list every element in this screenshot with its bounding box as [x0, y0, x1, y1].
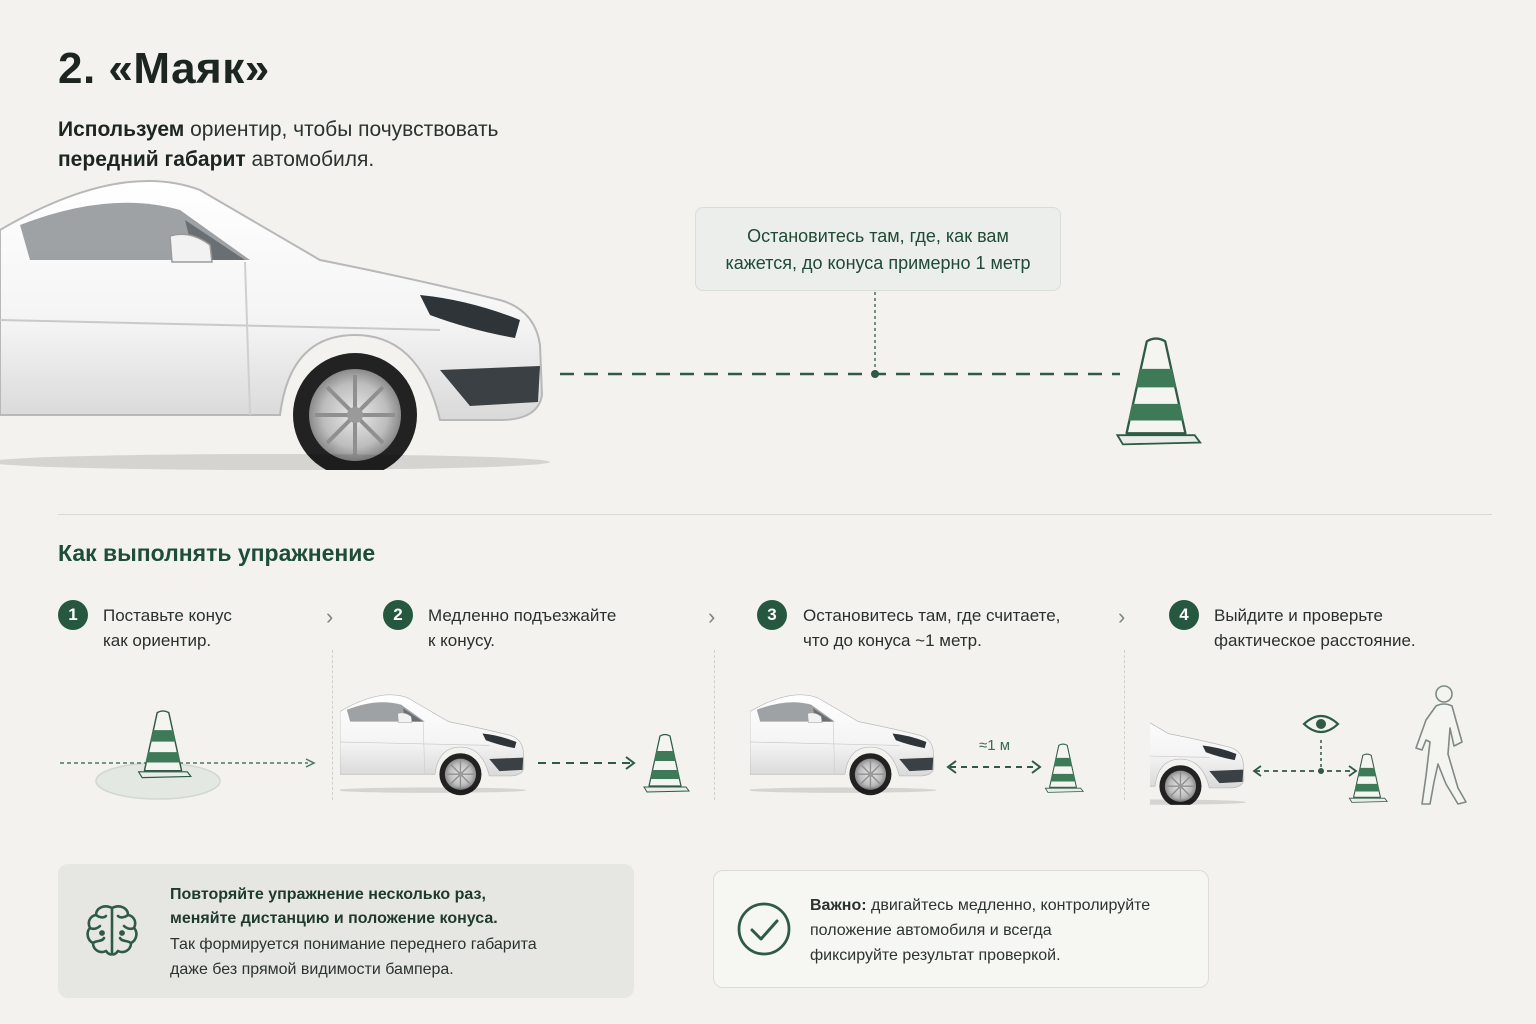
subtitle-rest-2: автомобиля.: [245, 148, 375, 171]
subtitle-bold-1: Используем: [58, 118, 185, 141]
subtitle-bold-2: передний габарит: [58, 148, 246, 171]
step-3-text: Остановитесь там, где считаете, что до к…: [803, 606, 1061, 650]
step-4-number: 4: [1169, 600, 1199, 630]
car-icon: [1150, 706, 1248, 805]
tip-card-repeat: Повторяйте упражнение несколько раз, мен…: [58, 864, 634, 998]
step-separator: [714, 650, 715, 800]
chevron-right-icon: ›: [1118, 604, 1126, 629]
step-separator: [332, 650, 333, 800]
step-1-number: 1: [58, 600, 88, 630]
tip-2-body: двигайтесь медленно, контролируйте полож…: [810, 897, 1151, 964]
step-3-number: 3: [757, 600, 787, 630]
hero-cone-icon: [1116, 337, 1202, 446]
distance-label: ≈1 м: [979, 737, 1011, 754]
check-circle-icon: [737, 902, 791, 956]
hero-car-image: [0, 179, 552, 470]
callout-line-2: кажется, до конуса примерно 1 метр: [725, 253, 1031, 273]
step-1-illustration: [60, 710, 316, 800]
callout-line-1: Остановитесь там, где, как вам: [747, 226, 1009, 246]
brain-icon: [86, 905, 138, 956]
step-3-illustration: [750, 694, 1084, 796]
tip-2-bold: Важно:: [810, 897, 867, 914]
tip-1-bold: Повторяйте упражнение несколько раз, мен…: [170, 886, 498, 927]
subtitle-rest-1: ориентир, чтобы почувствовать: [184, 118, 499, 141]
person-icon: [1415, 685, 1467, 805]
step-2-number: 2: [383, 600, 413, 630]
howto-title: Как выполнять упражнение: [58, 540, 376, 566]
step-2-illustration: [340, 694, 690, 796]
step-1-text: Поставьте конус как ориентир.: [103, 606, 232, 650]
step-4-text: Выйдите и проверьте фактическое расстоян…: [1214, 606, 1416, 650]
chevron-right-icon: ›: [326, 604, 334, 629]
step-4-illustration: [1150, 685, 1467, 805]
step-separator: [1124, 650, 1125, 800]
hero-callout: Остановитесь там, где, как вам кажется, …: [695, 207, 1061, 291]
page-title: 2. «Маяк»: [58, 44, 270, 93]
page-subtitle: Используем ориентир, чтобы почувствовать…: [58, 115, 578, 175]
tip-card-important: Важно: двигайтесь медленно, контролируйт…: [713, 870, 1209, 988]
tip-1-text: Так формируется понимание переднего габа…: [170, 936, 537, 978]
hero-distance-line: [560, 292, 1120, 378]
section-divider: [58, 514, 1492, 515]
step-2-text: Медленно подъезжайте к конусу.: [428, 606, 617, 650]
eye-icon: [1302, 714, 1340, 734]
chevron-right-icon: ›: [708, 604, 716, 629]
tip-2-text: Важно: двигайтесь медленно, контролируйт…: [810, 893, 1200, 968]
